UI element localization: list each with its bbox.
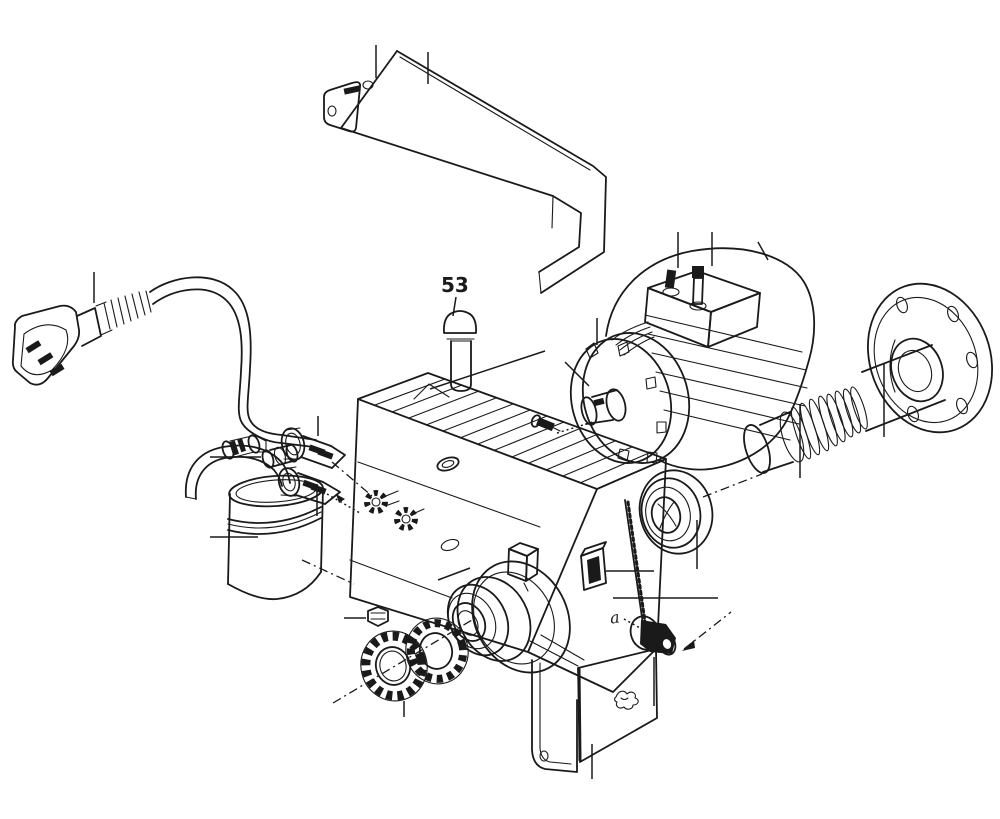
power-switch — [580, 541, 607, 591]
thumb-screw-upper — [364, 490, 400, 514]
filter-cartridge — [227, 474, 324, 601]
drain-knob — [629, 615, 677, 656]
molded-logo-mark — [614, 690, 639, 710]
mounting-flange — [867, 282, 993, 434]
inlet-hose — [184, 444, 291, 500]
cover-bracket — [323, 50, 607, 294]
shaft-coupling — [638, 469, 714, 555]
axis-lines — [301, 350, 763, 704]
terminal-box — [644, 266, 761, 348]
hose-barb-fitting — [221, 434, 267, 460]
part-label-53: 53 — [441, 273, 469, 297]
drive-shaft — [861, 344, 946, 432]
toothed-ring-right — [405, 617, 469, 685]
foot-bracket — [529, 634, 658, 773]
filler-cap — [436, 456, 460, 552]
hex-nut — [367, 606, 389, 627]
fastener-pin-53 — [443, 310, 477, 392]
rocker-switch — [507, 542, 539, 592]
cooling-fins — [357, 372, 667, 490]
shaft-bellows — [743, 386, 868, 474]
detail-label-a: a — [609, 607, 621, 627]
electric-motor — [569, 247, 816, 471]
upper-valve-fitting — [280, 427, 346, 469]
leader-lines — [93, 45, 885, 779]
thumb-screw-lower — [394, 507, 425, 531]
set-screw — [530, 414, 561, 432]
power-cord-with-plug — [11, 276, 317, 448]
